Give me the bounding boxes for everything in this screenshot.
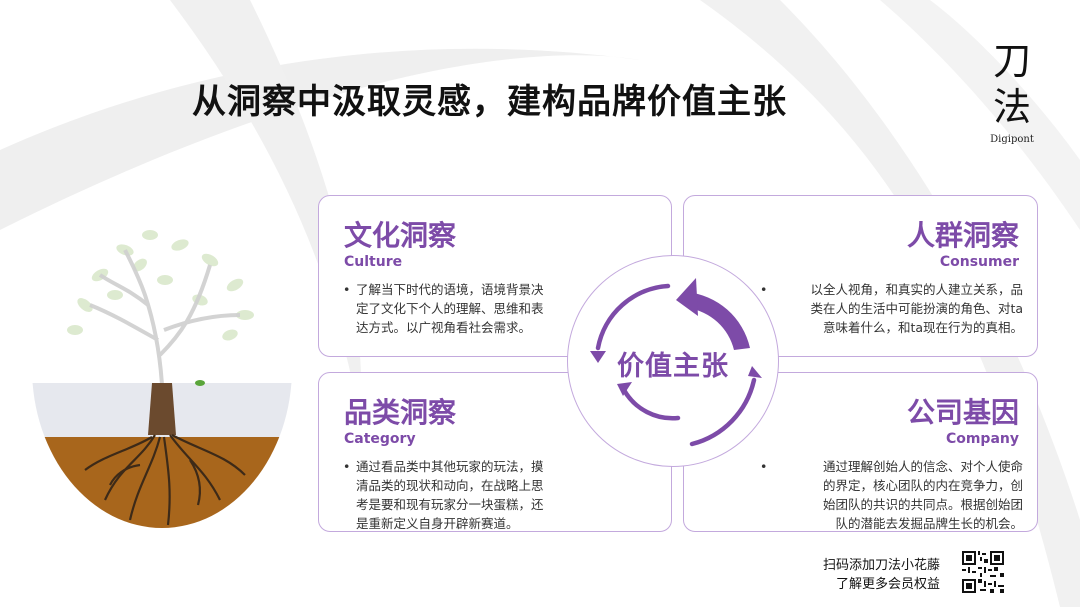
company-description: • 通过理解创始人的信念、对个人使命 的界定，核心团队的内在竞争力，创 始团队的… [760,457,1023,533]
culture-subheading: Culture [344,254,403,270]
logo-brand-name: Digipont [990,134,1034,145]
culture-heading: 文化洞察 [344,219,457,252]
logo-char-1: 刀 [992,39,1031,83]
consumer-line-2: 类在人的生活中可能扮演的角色、对ta [810,301,1023,316]
consumer-line-1: 以全人视角，和真实的人建立关系，品 [810,282,1023,297]
company-line-3: 始团队的共识的共同点。根据创始团 [822,497,1023,512]
page-title: 从洞察中汲取灵感，建构品牌价值主张 [192,82,787,122]
category-line-3: 考是要和现有玩家分一块蛋糕，还 [356,497,544,512]
bullet-marker: • [760,459,768,474]
culture-line-2: 定了文化下个人的理解、思维和表 [356,301,544,316]
footer-line-2: 了解更多会员权益 [835,577,940,592]
value-proposition-circle: 价值主张 [567,255,779,467]
category-subheading: Category [344,431,416,447]
culture-line-3: 达方式。以广视角看社会需求。 [356,320,532,335]
company-line-1: 通过理解创始人的信念、对个人使命 [822,459,1023,474]
tree-roots-illustration [32,208,292,528]
category-line-4: 是重新定义自身开辟新赛道。 [356,516,519,531]
cycle-arrows-icon [590,278,762,447]
logo-char-2: 法 [992,85,1031,129]
category-heading: 品类洞察 [344,396,457,429]
category-line-1: 通过看品类中其他玩家的玩法，摸 [356,459,544,474]
consumer-heading: 人群洞察 [906,219,1019,252]
company-line-4: 队的潜能去发掘品牌生长的机会。 [835,516,1023,531]
bullet-marker: • [343,282,351,297]
value-proposition-label: 价值主张 [617,351,729,382]
bullet-marker: • [760,282,768,297]
footer-line-1: 扫码添加刀法小花藤 [822,558,940,573]
consumer-subheading: Consumer [939,254,1019,270]
qr-code-icon[interactable] [962,551,1004,593]
consumer-description: • 以全人视角，和真实的人建立关系，品 类在人的生活中可能扮演的角色、对ta 意… [760,280,1023,337]
company-line-2: 的界定，核心团队的内在竞争力，创 [822,478,1023,493]
category-description: • 通过看品类中其他玩家的玩法，摸 清品类的现状和动向，在战略上思 考是要和现有… [343,457,576,533]
company-heading: 公司基因 [906,396,1019,429]
culture-description: • 了解当下时代的语境，语境背景决 定了文化下个人的理解、思维和表 达方式。以广… [343,280,576,337]
company-subheading: Company [945,431,1019,447]
culture-line-1: 了解当下时代的语境，语境背景决 [356,282,544,297]
consumer-insight-card: 人群洞察 Consumer • 以全人视角，和真实的人建立关系，品 类在人的生活… [683,195,1038,357]
bullet-marker: • [343,459,351,474]
brand-logo: 刀 法 Digipont [982,38,1042,145]
consumer-line-3: 意味着什么，和ta现在行为的真相。 [822,320,1023,335]
footer-cta: 扫码添加刀法小花藤 了解更多会员权益 [800,556,940,594]
category-line-2: 清品类的现状和动向，在战略上思 [356,478,544,493]
